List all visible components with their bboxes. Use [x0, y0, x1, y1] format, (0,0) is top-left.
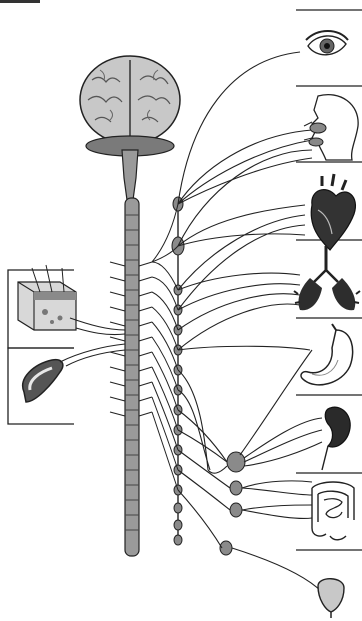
collateral-ganglion-2 [230, 481, 242, 495]
collateral-ganglia [220, 452, 245, 555]
collateral-ganglion-1 [227, 452, 245, 472]
ganglion-chain [172, 197, 184, 545]
intestines-organ [312, 482, 354, 540]
eye-organ [306, 31, 348, 55]
muscle-loop [23, 360, 63, 402]
brainstem [122, 150, 138, 200]
spinal-cord [125, 198, 139, 556]
skin-block [18, 265, 76, 330]
postganglionic-fibers [178, 52, 322, 592]
corner-mark [0, 0, 40, 3]
heart-organ [311, 174, 355, 250]
brain [80, 56, 180, 156]
ganglion-16 [174, 535, 182, 545]
ganglion-14 [174, 503, 182, 513]
head-salivary-glands [304, 95, 358, 160]
bladder-organ [318, 579, 344, 618]
kidney-organ [322, 407, 350, 470]
organ-separators [296, 10, 362, 550]
collateral-ganglion-3 [230, 503, 242, 517]
lungs-organ [294, 246, 360, 310]
ganglion-15 [174, 520, 182, 530]
